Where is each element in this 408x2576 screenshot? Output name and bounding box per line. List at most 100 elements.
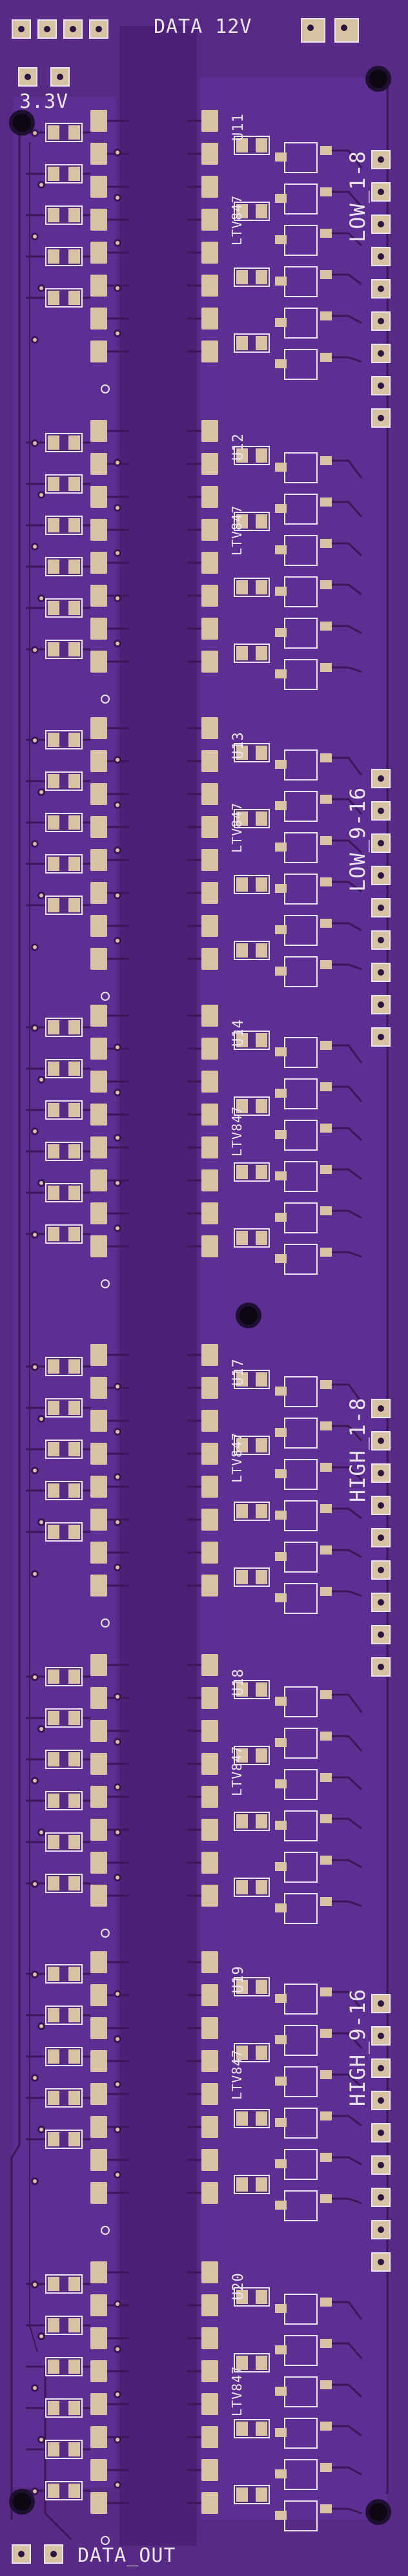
transistor-pad (275, 1779, 287, 1788)
top-header-pin[interactable] (37, 19, 57, 39)
ic-pad (201, 486, 218, 508)
power-3v3-pin[interactable] (50, 67, 70, 87)
output-connector-pin[interactable] (371, 2091, 391, 2110)
transistor-pad (320, 795, 332, 804)
output-connector-pin[interactable] (371, 963, 391, 982)
output-connector-pin[interactable] (371, 1399, 391, 1418)
copper-trace (332, 273, 362, 286)
output-connector-pin[interactable] (371, 801, 391, 821)
bottom-header-pin[interactable] (44, 2544, 63, 2564)
transistor-pad (275, 628, 287, 637)
transistor (284, 1984, 318, 2015)
output-connector-pin[interactable] (371, 930, 391, 950)
output-connector-pin[interactable] (371, 1528, 391, 1547)
output-connector-pin[interactable] (371, 2220, 391, 2239)
transistor (284, 1500, 318, 1531)
output-connector-pin[interactable] (371, 995, 391, 1014)
transistor-pad (275, 2159, 287, 2168)
output-connector-pin[interactable] (371, 1431, 391, 1450)
output-connector-pin[interactable] (371, 1027, 391, 1047)
output-connector-pin[interactable] (371, 1657, 391, 1677)
copper-trace (29, 142, 38, 2352)
transistor-pad (275, 884, 287, 893)
bottom-header-pin[interactable] (12, 2544, 31, 2564)
resistor (45, 854, 83, 874)
output-connector-pin[interactable] (371, 866, 391, 885)
ic-pad (201, 242, 218, 264)
output-connector-pin[interactable] (371, 344, 391, 363)
output-connector-pin[interactable] (371, 1625, 391, 1644)
ic-ref-label: U12 (230, 433, 247, 461)
output-connector-pin[interactable] (371, 2123, 391, 2142)
via (37, 788, 45, 796)
ic-pad (201, 1786, 218, 1808)
output-connector-pin[interactable] (371, 182, 391, 202)
copper-trace (10, 129, 21, 2520)
transistor-pad (275, 1903, 287, 1912)
ic-pad (90, 2426, 107, 2448)
output-connector-pin[interactable] (371, 898, 391, 917)
output-connector-pin[interactable] (371, 833, 391, 853)
transistor-pad (275, 1862, 287, 1871)
output-connector-pin[interactable] (371, 376, 391, 395)
test-point (101, 2226, 110, 2235)
output-connector-pin[interactable] (371, 1496, 391, 1515)
via (114, 149, 121, 156)
copper-trace (332, 839, 363, 854)
output-connector-pin[interactable] (371, 2188, 391, 2207)
output-connector-pin[interactable] (371, 1463, 391, 1483)
transistor-pad (320, 1856, 332, 1865)
resistor (234, 2419, 270, 2438)
output-connector-pin[interactable] (371, 2155, 391, 2175)
output-connector-pin[interactable] (371, 279, 391, 298)
resistor (234, 1977, 270, 1996)
output-connector-pin[interactable] (371, 215, 391, 234)
resistor (45, 1018, 83, 1037)
ic-pad (201, 2017, 218, 2039)
power-3v3-pin[interactable] (18, 67, 37, 87)
test-point (101, 695, 110, 704)
ic-pad (201, 816, 218, 838)
resistor (45, 164, 83, 183)
output-connector-pin[interactable] (371, 408, 391, 428)
ic-pad (201, 1410, 218, 1432)
copper-trace (332, 542, 363, 557)
output-connector-pin[interactable] (371, 769, 391, 788)
via (114, 594, 121, 602)
test-point (101, 992, 110, 1001)
ic-pad (201, 783, 218, 805)
copper-trace (332, 1693, 363, 1713)
output-connector-pin[interactable] (371, 311, 391, 331)
transistor (284, 1120, 318, 1151)
resistor (234, 1228, 270, 1248)
transistor-pad (275, 1089, 287, 1098)
resistor (234, 202, 270, 221)
top-header-pin[interactable] (89, 19, 108, 39)
ic-pad (201, 2492, 218, 2514)
copper-trace (332, 315, 362, 324)
output-connector-pin[interactable] (371, 1994, 391, 2013)
transistor-pad (320, 960, 332, 969)
top-header-pin[interactable] (12, 19, 31, 39)
output-connector-pin[interactable] (371, 1593, 391, 1612)
power-12v-pin[interactable] (301, 18, 325, 43)
output-connector-pin[interactable] (371, 2026, 391, 2046)
output-connector-pin[interactable] (371, 150, 391, 169)
power-12v-pin[interactable] (334, 18, 359, 43)
ic-pad (201, 948, 218, 970)
output-connector-pin[interactable] (371, 2252, 391, 2272)
transistor-pad (320, 1041, 332, 1050)
transistor-pad (320, 1421, 332, 1430)
transistor (284, 183, 318, 215)
output-connector-pin[interactable] (371, 247, 391, 266)
resistor (234, 1680, 270, 1699)
ic-pad (90, 486, 107, 508)
transistor (284, 1202, 318, 1233)
top-header-pin[interactable] (63, 19, 83, 39)
output-connector-pin[interactable] (371, 1560, 391, 1580)
via (37, 491, 45, 499)
output-connector-pin[interactable] (371, 2058, 391, 2078)
copper-trace (332, 1251, 362, 1258)
resistor (45, 2005, 83, 2025)
